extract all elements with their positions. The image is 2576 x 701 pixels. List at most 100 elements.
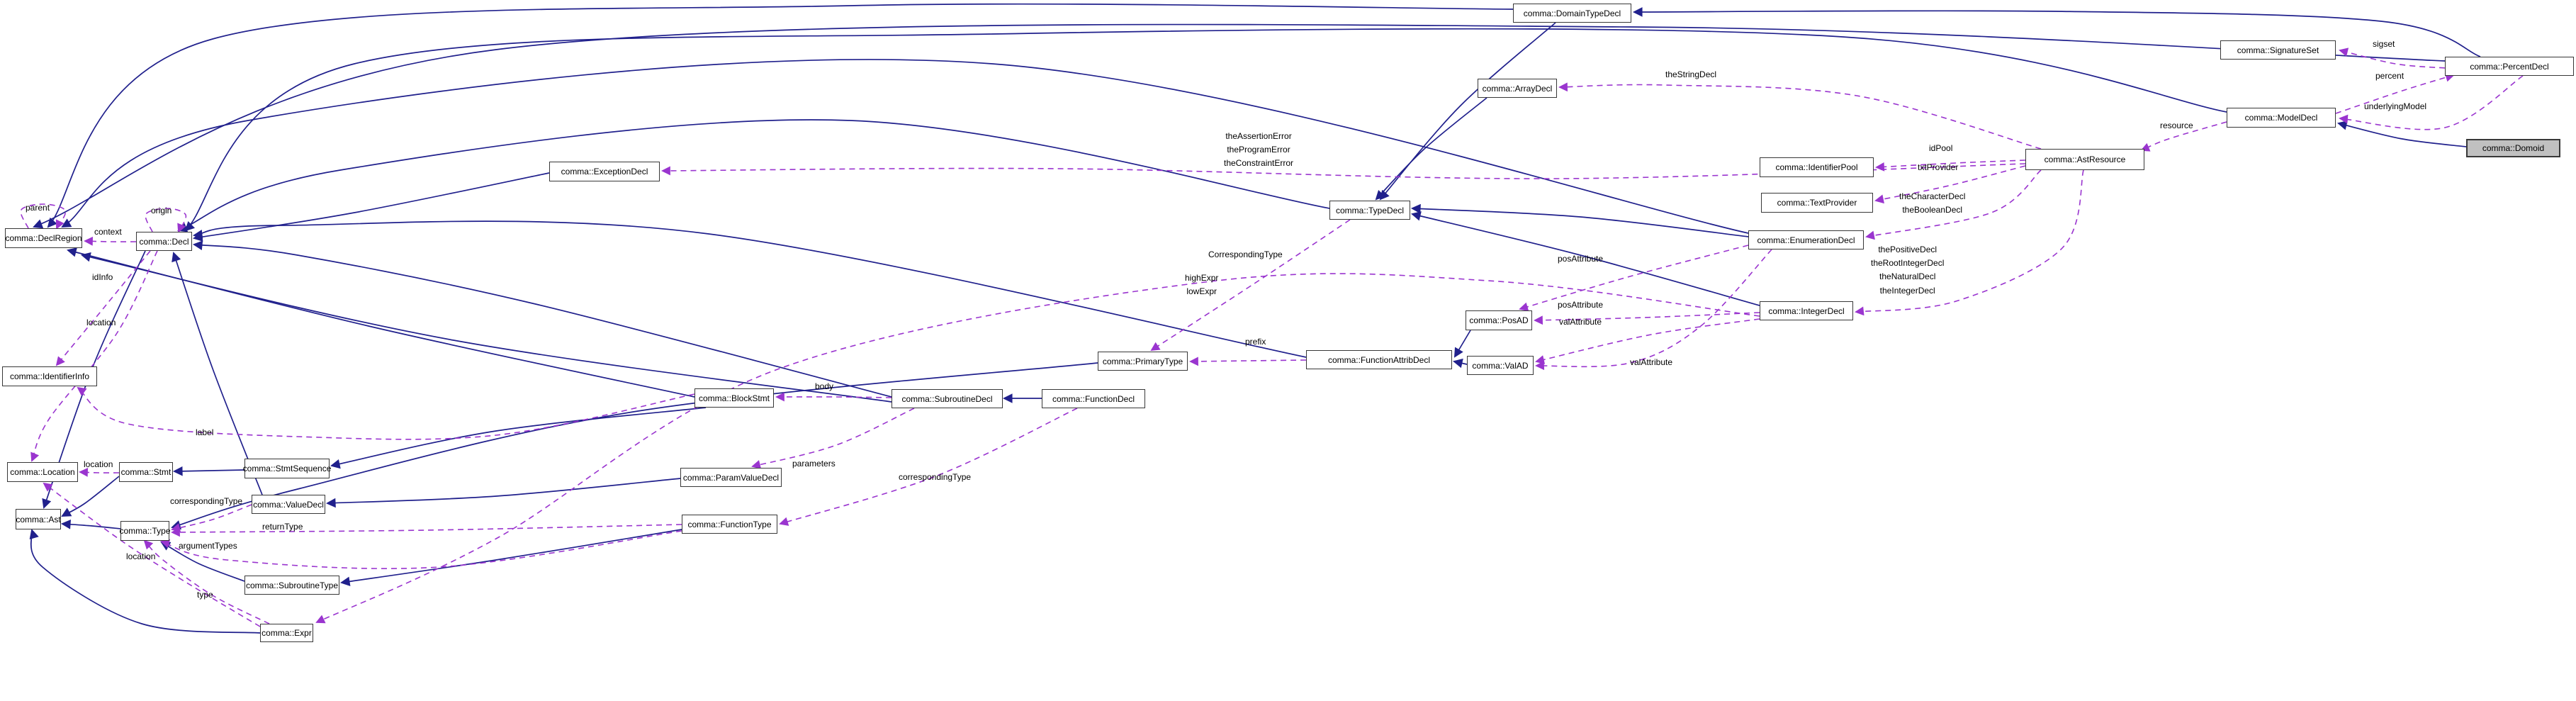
edge-domain-type-decl-to-decl-region	[47, 3, 1514, 228]
edge-block-stmt-to-decl-region	[67, 247, 695, 398]
node-function-type[interactable]: comma::FunctionType	[682, 515, 777, 534]
edge-ast-resource-to-integer-decl	[1855, 169, 2084, 316]
node-stmt-sequence[interactable]: comma::StmtSequence	[243, 459, 331, 478]
edge-block-stmt-to-identifier-info	[77, 386, 695, 440]
node-decl[interactable]: comma::Decl	[136, 232, 192, 251]
node-expr[interactable]: comma::Expr	[260, 624, 313, 642]
edge-label: returnType	[262, 522, 303, 532]
edge-ast-resource-to-identifier-pool	[1875, 159, 2026, 172]
edge-enumeration-decl-to-val-ad	[1535, 249, 1772, 371]
edge-value-decl-to-type	[171, 504, 252, 532]
edge-label: location	[126, 551, 156, 561]
node-ast[interactable]: comma::Ast	[16, 509, 61, 529]
node-decl-region[interactable]: comma::DeclRegion	[5, 228, 82, 248]
edge-label: location	[84, 459, 113, 469]
edge-label: correspondingType	[899, 472, 972, 482]
edge-label: resource	[2160, 120, 2193, 130]
node-stmt[interactable]: comma::Stmt	[119, 462, 173, 482]
edge-type-decl-to-decl	[177, 119, 1330, 232]
node-function-attrib-decl[interactable]: comma::FunctionAttribDecl	[1306, 350, 1452, 369]
edge-label: txtProvider	[1918, 162, 1959, 172]
edge-percent-decl-to-decl-region	[33, 23, 2446, 229]
edge-model-decl-to-ast-resource	[2140, 121, 2227, 152]
edge-label: CorrespondingType	[1208, 249, 1283, 259]
node-param-value-decl[interactable]: comma::ParamValueDecl	[680, 468, 782, 487]
edge-ast-resource-to-enumeration-decl	[1865, 169, 2042, 240]
edge-expr-to-type	[143, 539, 270, 624]
edge-integer-decl-to-type-decl	[1411, 211, 1760, 306]
edge-percent-decl-to-domain-type-decl	[1632, 7, 2481, 57]
edge-label: thePositiveDecl theRootIntegerDecl theNa…	[1871, 245, 1945, 296]
node-primary-type[interactable]: comma::PrimaryType	[1098, 352, 1188, 371]
node-identifier-info[interactable]: comma::IdentifierInfo	[2, 366, 97, 386]
edges-group	[20, 3, 2524, 634]
node-exception-decl[interactable]: comma::ExceptionDecl	[549, 162, 660, 181]
node-subroutine-decl[interactable]: comma::SubroutineDecl	[892, 389, 1003, 408]
edge-label: valAttribute	[1559, 317, 1602, 327]
edge-expr-to-ast	[29, 529, 261, 634]
node-value-decl[interactable]: comma::ValueDecl	[252, 495, 325, 514]
edge-function-attrib-decl-to-primary-type	[1189, 357, 1307, 366]
edge-param-value-decl-to-value-decl	[325, 478, 681, 508]
node-percent-decl[interactable]: comma::PercentDecl	[2445, 57, 2574, 76]
edge-ast-resource-to-array-decl	[1558, 82, 2042, 150]
edge-decl-to-decl-region	[84, 236, 137, 246]
edge-label: idPool	[1929, 143, 1953, 153]
edge-primary-type-to-type	[171, 362, 1098, 530]
edge-label: sigset	[2373, 39, 2395, 49]
edge-label: posAttribute	[1558, 254, 1604, 264]
edge-enumeration-decl-to-pos-ad	[1519, 245, 1749, 312]
edge-label: percent	[2375, 71, 2405, 81]
edge-exception-decl-to-decl	[192, 172, 550, 242]
edge-model-decl-to-decl	[184, 28, 2227, 232]
node-pos-ad[interactable]: comma::PosAD	[1466, 310, 1532, 330]
node-identifier-pool[interactable]: comma::IdentifierPool	[1760, 157, 1874, 177]
edge-integer-decl-to-pos-ad	[1534, 312, 1760, 325]
edge-domain-type-decl-to-type-decl	[1379, 22, 1556, 201]
edge-array-decl-to-type-decl	[1375, 97, 1487, 201]
node-val-ad[interactable]: comma::ValAD	[1467, 356, 1534, 375]
edge-model-decl-to-percent-decl	[2335, 73, 2455, 114]
edge-label: label	[196, 427, 214, 437]
node-model-decl[interactable]: comma::ModelDecl	[2227, 108, 2336, 128]
edge-subroutine-decl-to-decl	[192, 240, 892, 398]
edge-domoid-to-model-decl	[2337, 120, 2467, 147]
node-type[interactable]: comma::Type	[119, 521, 171, 541]
edge-subroutine-decl-to-param-value-decl	[751, 408, 915, 469]
node-location[interactable]: comma::Location	[7, 462, 78, 482]
edge-percent-decl-to-model-decl	[2339, 75, 2524, 130]
edge-subroutine-decl-to-decl-region	[81, 252, 892, 403]
edge-label: context	[94, 227, 122, 237]
node-type-decl[interactable]: comma::TypeDecl	[1329, 201, 1410, 220]
node-array-decl[interactable]: comma::ArrayDecl	[1478, 79, 1557, 98]
node-domain-type-decl[interactable]: comma::DomainTypeDecl	[1513, 4, 1631, 23]
edge-label: valAttribute	[1630, 357, 1673, 367]
node-ast-resource[interactable]: comma::AstResource	[2025, 149, 2144, 170]
edge-function-type-to-type	[160, 530, 682, 569]
edge-function-attrib-decl-to-decl	[192, 220, 1307, 358]
edge-label: theStringDecl	[1665, 69, 1717, 79]
edge-function-decl-to-function-type	[779, 408, 1078, 526]
edge-val-ad-to-function-attrib-decl	[1453, 358, 1468, 369]
edge-integer-decl-to-val-ad	[1535, 318, 1760, 364]
edge-label: correspondingType	[170, 496, 243, 506]
node-integer-decl[interactable]: comma::IntegerDecl	[1760, 301, 1853, 320]
edge-type-to-ast	[60, 520, 121, 529]
edge-block-stmt-to-stmt-sequence	[330, 407, 707, 469]
edge-function-type-to-subroutine-type	[339, 529, 682, 587]
edge-stmt-to-location	[79, 468, 120, 477]
edge-function-type-to-type	[171, 524, 682, 537]
edge-pos-ad-to-function-attrib-decl	[1453, 330, 1471, 358]
edge-enumeration-decl-to-decl-region	[61, 59, 1749, 234]
node-signature-set[interactable]: comma::SignatureSet	[2220, 40, 2336, 60]
node-enumeration-decl[interactable]: comma::EnumerationDecl	[1748, 230, 1864, 249]
node-text-provider[interactable]: comma::TextProvider	[1761, 193, 1873, 213]
node-domoid[interactable]: comma::Domoid	[2466, 139, 2560, 157]
node-subroutine-type[interactable]: comma::SubroutineType	[244, 576, 339, 595]
edge-label: theAssertionError theProgramError theCon…	[1224, 131, 1294, 169]
edge-label: idInfo	[92, 272, 113, 282]
node-function-decl[interactable]: comma::FunctionDecl	[1042, 389, 1145, 408]
node-block-stmt[interactable]: comma::BlockStmt	[694, 388, 774, 408]
